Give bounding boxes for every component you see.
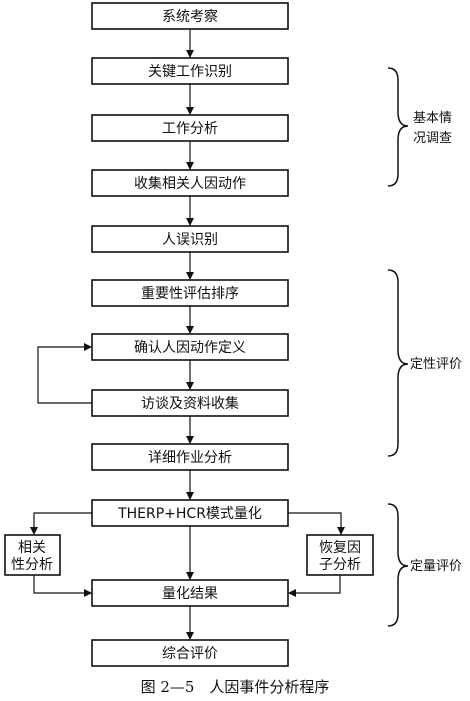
step-detailed-task-analysis: 详细作业分析	[91, 443, 289, 471]
step-label: 人误识别	[162, 232, 218, 248]
group-label-qualitative: 定性评价	[410, 357, 462, 372]
step-system-review: 系统考察	[91, 2, 289, 30]
step-importance-ranking: 重要性评估排序	[91, 279, 289, 307]
step-label: 系统考察	[162, 8, 218, 25]
figure-caption: 图 2—5 人因事件分析程序	[140, 678, 330, 696]
step-label: 工作分析	[162, 121, 218, 137]
group-label-basic-survey-line2: 况调查	[413, 131, 452, 146]
step-collect-human-actions: 收集相关人因动作	[91, 169, 289, 197]
step-label: 关键工作识别	[148, 64, 232, 80]
brace-basic-survey	[387, 67, 409, 187]
step-key-task-identification: 关键工作识别	[91, 57, 289, 85]
feedback-loop-arrow	[37, 343, 92, 404]
step-comprehensive-evaluation: 综合评价	[91, 639, 289, 667]
brace-qualitative-evaluation	[387, 269, 409, 457]
brace-quantitative-evaluation	[387, 503, 409, 627]
step-confirm-action-definition: 确认人因动作定义	[91, 333, 289, 361]
step-interview-data-collection: 访谈及资料收集	[91, 389, 289, 417]
side-box-label-line2: 性分析	[11, 557, 53, 573]
step-label: 访谈及资料收集	[141, 395, 239, 412]
step-human-error-identification: 人误识别	[91, 225, 289, 253]
step-task-analysis: 工作分析	[91, 114, 289, 142]
step-label: 量化结果	[162, 586, 218, 602]
side-box-correlation-analysis: 相关 性分析	[4, 534, 61, 576]
step-label: 详细作业分析	[148, 450, 232, 466]
side-box-label-line1: 恢复因	[319, 539, 361, 556]
group-label-basic-survey-line1: 基本情	[413, 111, 452, 126]
side-box-label-line2: 子分析	[319, 557, 361, 573]
step-label: THERP+HCR模式量化	[117, 506, 262, 522]
step-label: 收集相关人因动作	[134, 175, 246, 192]
step-label: 确认人因动作定义	[134, 340, 246, 356]
side-box-recovery-factor-analysis: 恢复因 子分析	[306, 534, 374, 576]
step-quantification-result: 量化结果	[91, 579, 289, 607]
step-label: 综合评价	[162, 646, 218, 662]
step-therp-hcr-quantification: THERP+HCR模式量化	[91, 499, 289, 527]
side-box-arrows	[30, 512, 345, 597]
step-label: 重要性评估排序	[141, 286, 239, 302]
side-box-label-line1: 相关	[18, 540, 46, 556]
group-label-quantitative: 定量评价	[410, 559, 462, 574]
